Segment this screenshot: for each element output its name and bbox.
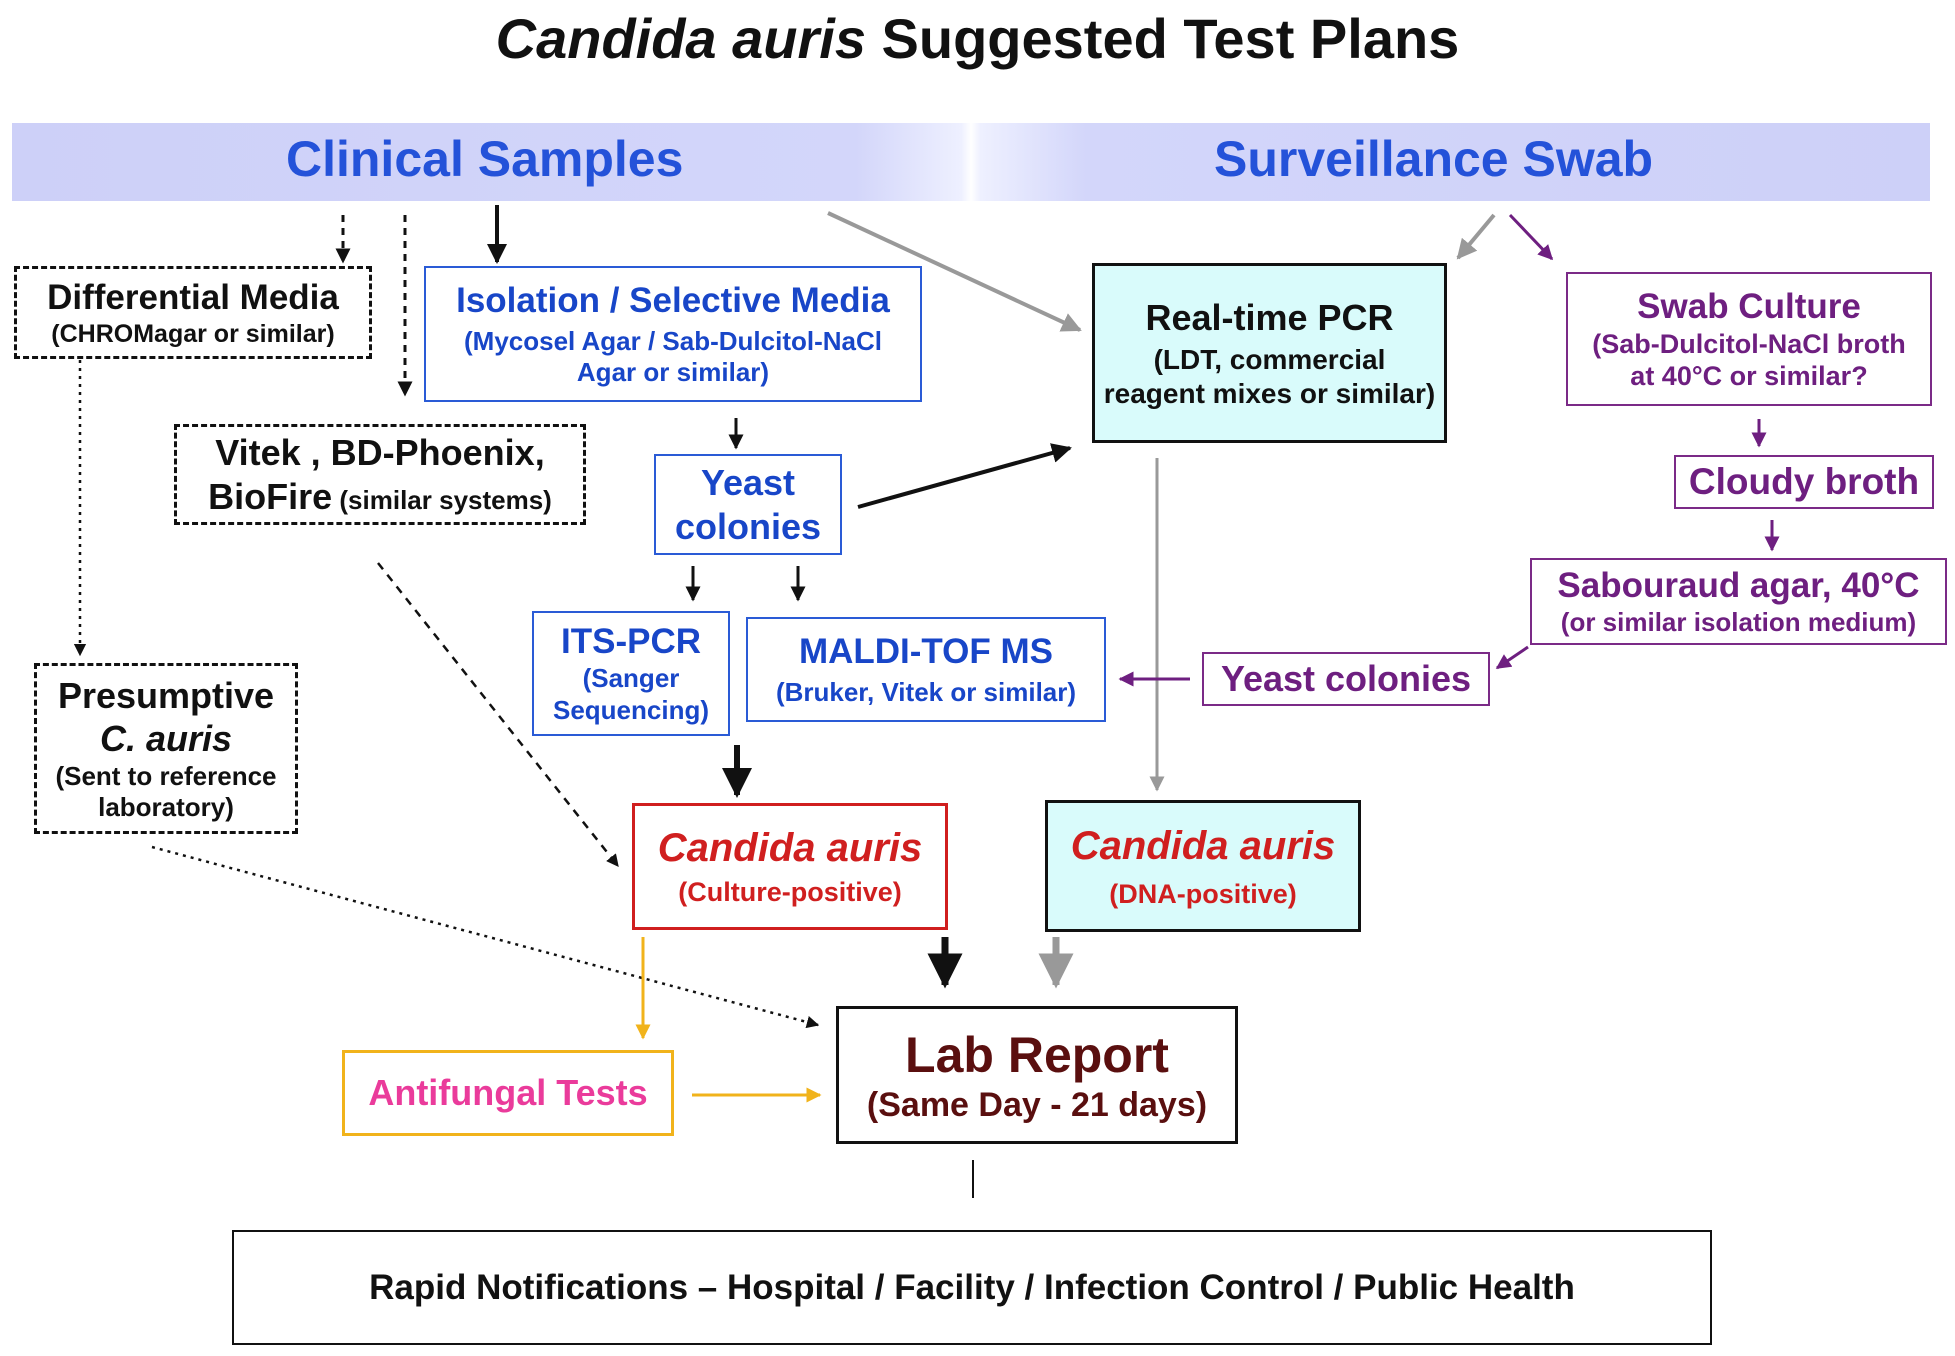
antifungal-tests-label: Antifungal Tests <box>368 1072 648 1114</box>
its-pcr-title: ITS-PCR <box>561 622 701 662</box>
biofire-label: BioFire <box>208 475 333 517</box>
header-banner <box>12 123 1930 201</box>
sabouraud-subtitle: (or similar isolation medium) <box>1560 606 1917 637</box>
dna-positive-title: Candida auris <box>1070 823 1336 868</box>
arrow-surveillance-to-swab <box>1508 213 1554 261</box>
presumptive-line4: laboratory) <box>98 791 234 822</box>
swab-culture-box: Swab Culture (Sab-Dulcitol-NaCl broth at… <box>1566 272 1932 406</box>
maldi-subtitle: (Bruker, Vitek or similar) <box>775 676 1077 707</box>
culture-positive-subtitle: (Culture-positive) <box>678 877 902 908</box>
page-title: Candida auris Suggested Test Plans <box>0 6 1955 71</box>
swab-culture-line2: (Sab-Dulcitol-NaCl broth <box>1592 328 1906 359</box>
differential-media-subtitle: (CHROMagar or similar) <box>51 319 335 348</box>
isolation-media-title: Isolation / Selective Media <box>456 280 890 320</box>
vitek-box: Vitek , BD-Phoenix, BioFire (similar sys… <box>174 424 586 525</box>
its-pcr-box: ITS-PCR (Sanger Sequencing) <box>532 611 730 736</box>
presumptive-title: Presumptive <box>57 675 275 717</box>
its-pcr-line2: (Sanger <box>582 663 680 694</box>
arrow-sabouraud-to-yeast <box>1495 645 1529 670</box>
sabouraud-box: Sabouraud agar, 40°C (or similar isolati… <box>1530 558 1947 645</box>
isolation-media-line2: (Mycosel Agar / Sab-Dulcitol-NaCl <box>464 325 882 356</box>
differential-media-box: Differential Media (CHROMagar or similar… <box>14 266 372 359</box>
title-rest: Suggested Test Plans <box>865 7 1460 70</box>
yeast-colonies-right-label: Yeast colonies <box>1220 658 1472 700</box>
dna-positive-box: Candida auris (DNA-positive) <box>1045 800 1361 932</box>
presumptive-box: Presumptive C. auris (Sent to reference … <box>34 663 298 834</box>
yeast-colonies-left-line1: Yeast <box>700 462 796 504</box>
arrow-yeast-to-pcr <box>857 443 1072 509</box>
swab-culture-title: Swab Culture <box>1637 286 1861 326</box>
cloudy-broth-label: Cloudy broth <box>1688 460 1920 502</box>
realtime-pcr-line2: (LDT, commercial <box>1153 344 1386 375</box>
clinical-samples-label: Clinical Samples <box>286 131 684 187</box>
rapid-notifications-box: Rapid Notifications – Hospital / Facilit… <box>232 1230 1712 1345</box>
lab-report-subtitle: (Same Day - 21 days) <box>866 1085 1208 1124</box>
cloudy-broth-box: Cloudy broth <box>1674 455 1934 509</box>
presumptive-c-auris: C. auris <box>99 718 233 760</box>
realtime-pcr-line3: reagent mixes or similar) <box>1103 377 1436 409</box>
lab-report-title: Lab Report <box>905 1026 1169 1083</box>
vitek-line1: Vitek , BD-Phoenix, <box>215 432 545 474</box>
arrow-surveillance-to-pcr <box>1456 213 1496 260</box>
sabouraud-title: Sabouraud agar, 40°C <box>1557 565 1920 605</box>
yeast-colonies-right-box: Yeast colonies <box>1202 652 1490 706</box>
antifungal-tests-box: Antifungal Tests <box>342 1050 674 1136</box>
rapid-notifications-label: Rapid Notifications – Hospital / Facilit… <box>369 1267 1575 1307</box>
realtime-pcr-box: Real-time PCR (LDT, commercial reagent m… <box>1092 263 1447 443</box>
maldi-title: MALDI-TOF MS <box>798 631 1054 671</box>
culture-positive-title: Candida auris <box>657 826 923 871</box>
arrow-vitek-to-culture-positive <box>377 562 619 867</box>
isolation-media-box: Isolation / Selective Media (Mycosel Aga… <box>424 266 922 402</box>
title-italic: Candida auris <box>495 7 866 70</box>
surveillance-swab-label: Surveillance Swab <box>1214 131 1654 187</box>
presumptive-line3: (Sent to reference <box>55 760 277 791</box>
culture-positive-box: Candida auris (Culture-positive) <box>632 803 948 930</box>
isolation-media-line3: Agar or similar) <box>576 357 770 387</box>
yeast-colonies-left-box: Yeast colonies <box>654 454 842 555</box>
dna-positive-subtitle: (DNA-positive) <box>1109 878 1297 909</box>
realtime-pcr-title: Real-time PCR <box>1145 296 1394 338</box>
its-pcr-line3: Sequencing) <box>552 694 709 725</box>
arrow-presumptive-to-lab-report <box>151 845 820 1029</box>
swab-culture-line3: at 40°C or similar? <box>1630 361 1868 391</box>
similar-systems-label: (similar systems) <box>332 484 552 515</box>
lab-report-box: Lab Report (Same Day - 21 days) <box>836 1006 1238 1144</box>
yeast-colonies-left-line2: colonies <box>674 505 822 547</box>
vitek-line2: BioFire (similar systems) <box>208 475 552 518</box>
maldi-box: MALDI-TOF MS (Bruker, Vitek or similar) <box>746 617 1106 722</box>
differential-media-title: Differential Media <box>47 277 339 317</box>
arrow-clinical-to-pcr <box>827 211 1082 332</box>
